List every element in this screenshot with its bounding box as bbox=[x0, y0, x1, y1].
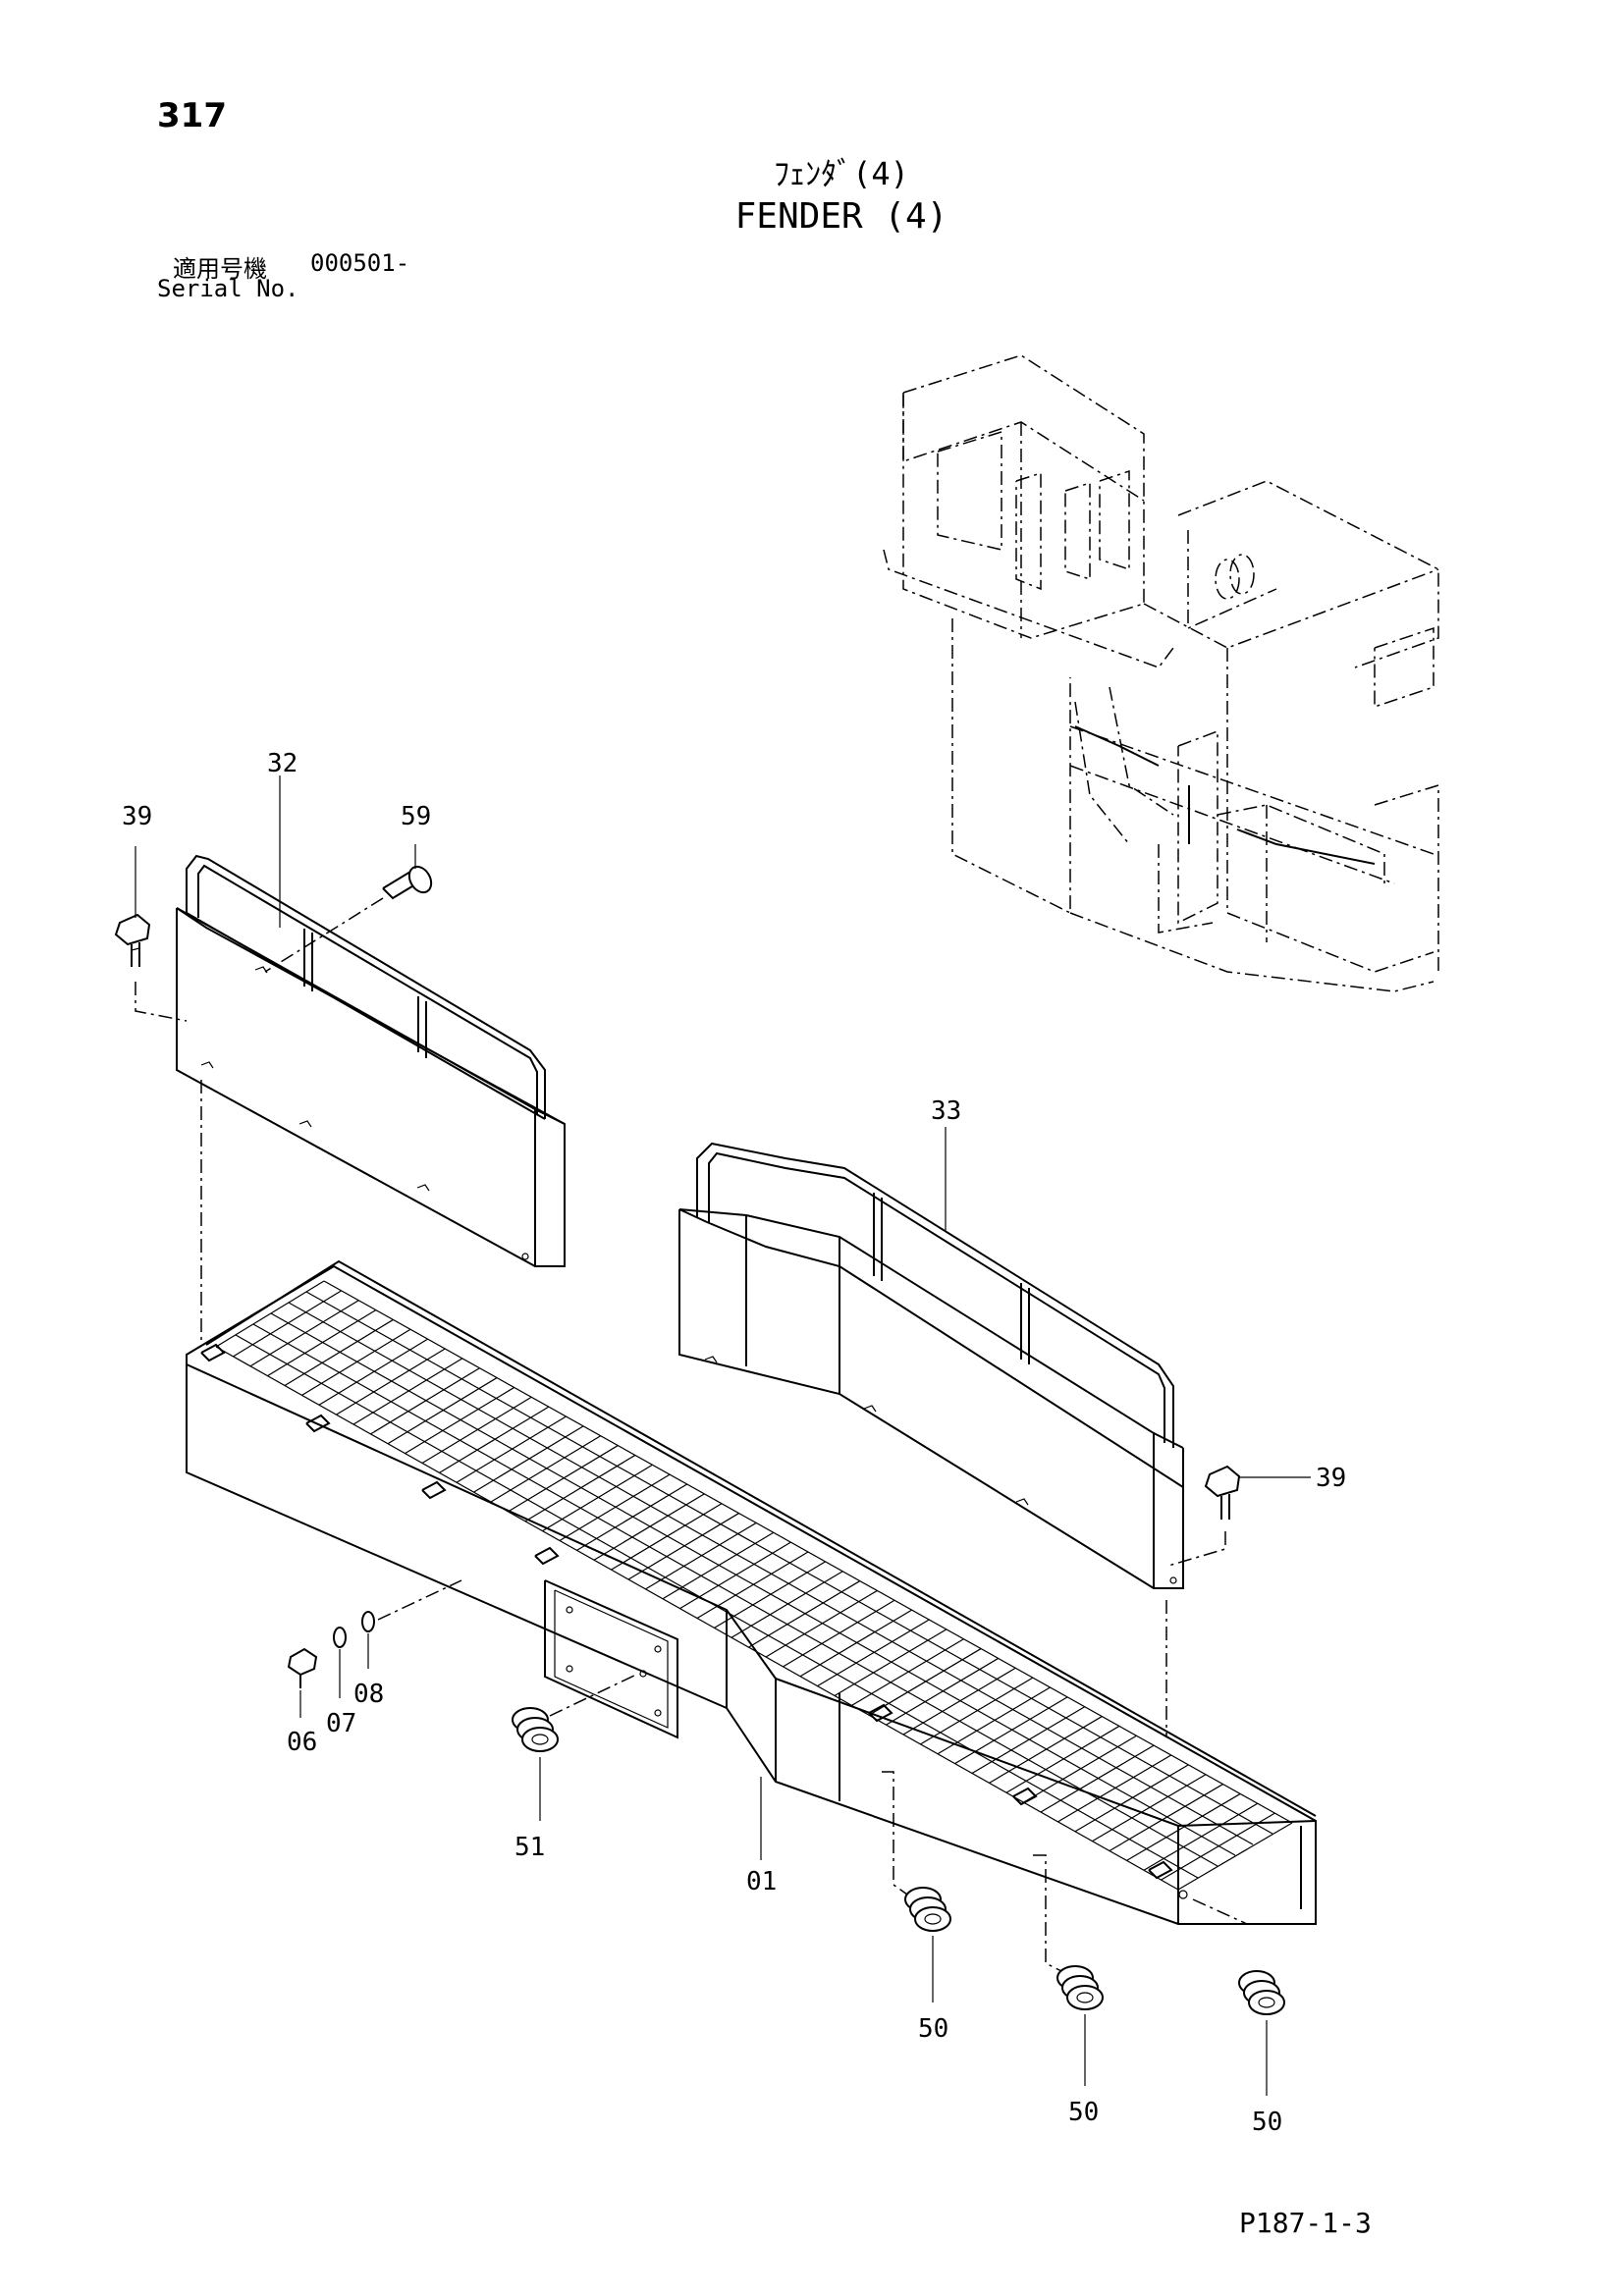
callout-39-right: 39 bbox=[1316, 1464, 1346, 1493]
part-01-fender-body bbox=[186, 1259, 1317, 1979]
grating-bar bbox=[834, 1629, 947, 1697]
callout-39-left: 39 bbox=[122, 802, 152, 831]
grating-bar bbox=[1092, 1774, 1207, 1842]
grating-bar bbox=[387, 1377, 498, 1445]
part-50-grommet-b bbox=[1056, 1965, 1104, 2086]
grating-bar bbox=[679, 1541, 791, 1610]
page-code: P187-1-3 bbox=[1239, 2207, 1372, 2239]
grating-bar bbox=[318, 1338, 428, 1406]
page-number: 317 bbox=[157, 96, 227, 135]
serial-label-japanese: 適用号機 bbox=[173, 255, 267, 283]
callout-07: 07 bbox=[326, 1709, 356, 1738]
part-07-washer bbox=[333, 1627, 347, 1698]
grating-bar bbox=[989, 1716, 1103, 1784]
grating-bar bbox=[627, 1513, 739, 1580]
grating-bar bbox=[920, 1677, 1034, 1745]
grating-bar bbox=[1109, 1784, 1223, 1852]
grating-bar bbox=[662, 1531, 775, 1600]
grating-bar bbox=[524, 1454, 636, 1522]
callout-08: 08 bbox=[353, 1680, 384, 1709]
grating-bar bbox=[336, 1348, 446, 1415]
grating-bar bbox=[971, 1706, 1086, 1775]
grating-bar bbox=[233, 1290, 342, 1358]
grating-bar bbox=[593, 1493, 705, 1561]
grating-bar bbox=[714, 1561, 826, 1629]
grating-bar bbox=[817, 1619, 930, 1687]
part-33-handrail-panel bbox=[678, 1142, 1184, 1589]
grating-bar bbox=[267, 1309, 377, 1377]
grating-bar bbox=[1005, 1725, 1120, 1793]
grating-bar bbox=[902, 1667, 1016, 1735]
grating-bar bbox=[215, 1280, 325, 1348]
grating-bar bbox=[1023, 1735, 1137, 1803]
machine-overview-illustration bbox=[883, 354, 1439, 992]
part-50-grommet-a bbox=[904, 1887, 951, 2002]
grating-bar bbox=[490, 1435, 602, 1503]
part-51-grommet bbox=[512, 1673, 639, 1821]
grating-bar bbox=[576, 1483, 688, 1551]
grating-bar bbox=[301, 1328, 411, 1396]
callout-50-a: 50 bbox=[918, 2014, 948, 2044]
grating-bar bbox=[249, 1300, 359, 1367]
leader-lines bbox=[135, 775, 1311, 1860]
grating-bar bbox=[352, 1358, 463, 1425]
grating-bar bbox=[1074, 1764, 1189, 1833]
grating-bar bbox=[765, 1589, 878, 1658]
grating-bar bbox=[645, 1522, 757, 1590]
grating-bar bbox=[439, 1406, 550, 1473]
grating-bar bbox=[1126, 1792, 1241, 1861]
serial-number-value: 000501- bbox=[310, 249, 410, 277]
grating-bar bbox=[868, 1648, 982, 1716]
grating-bar bbox=[284, 1318, 394, 1387]
callout-33: 33 bbox=[931, 1096, 961, 1126]
grating-bar bbox=[611, 1503, 723, 1571]
part-32-handrail-panel bbox=[176, 854, 566, 1267]
grating-bar bbox=[937, 1686, 1051, 1755]
grating-bar bbox=[473, 1425, 584, 1493]
grating-bar bbox=[748, 1580, 861, 1648]
grating-bar bbox=[1177, 1822, 1293, 1891]
callout-59: 59 bbox=[401, 802, 431, 831]
grating-bar bbox=[421, 1396, 532, 1465]
grating-bar bbox=[1143, 1802, 1259, 1871]
grating-bar bbox=[1161, 1812, 1275, 1881]
grating-bar bbox=[954, 1696, 1068, 1765]
grating-bar bbox=[405, 1386, 514, 1455]
callout-06: 06 bbox=[287, 1728, 317, 1757]
grating-bar bbox=[559, 1473, 671, 1542]
grating-bar bbox=[886, 1657, 999, 1726]
callout-01: 01 bbox=[746, 1867, 777, 1896]
grating-bar bbox=[731, 1571, 843, 1638]
grating-bar bbox=[1057, 1754, 1172, 1823]
grating-bar bbox=[1040, 1744, 1155, 1813]
callout-50-c: 50 bbox=[1252, 2108, 1282, 2137]
title-english: FENDER (4) bbox=[734, 196, 948, 237]
grating-bar bbox=[456, 1415, 567, 1483]
grating-bar bbox=[508, 1445, 619, 1513]
grating-bar bbox=[851, 1638, 964, 1706]
callout-50-b: 50 bbox=[1068, 2098, 1099, 2127]
callout-51: 51 bbox=[514, 1833, 545, 1862]
part-59-plug bbox=[264, 865, 433, 973]
part-06-bolt bbox=[287, 1647, 318, 1718]
grating-bar bbox=[799, 1609, 912, 1678]
part-50-grommet-c bbox=[1238, 1970, 1285, 2096]
part-08-washer bbox=[361, 1579, 462, 1669]
grating-bar bbox=[542, 1464, 653, 1532]
title-japanese: ﾌｪﾝﾀﾞ(4) bbox=[774, 155, 909, 192]
part-39-bolt-left bbox=[114, 913, 202, 1345]
grating-bar bbox=[696, 1551, 809, 1620]
grating-bar bbox=[783, 1599, 895, 1668]
grating-bar bbox=[370, 1367, 480, 1435]
callout-32: 32 bbox=[267, 749, 298, 778]
serial-label-english: Serial No. bbox=[157, 275, 299, 302]
